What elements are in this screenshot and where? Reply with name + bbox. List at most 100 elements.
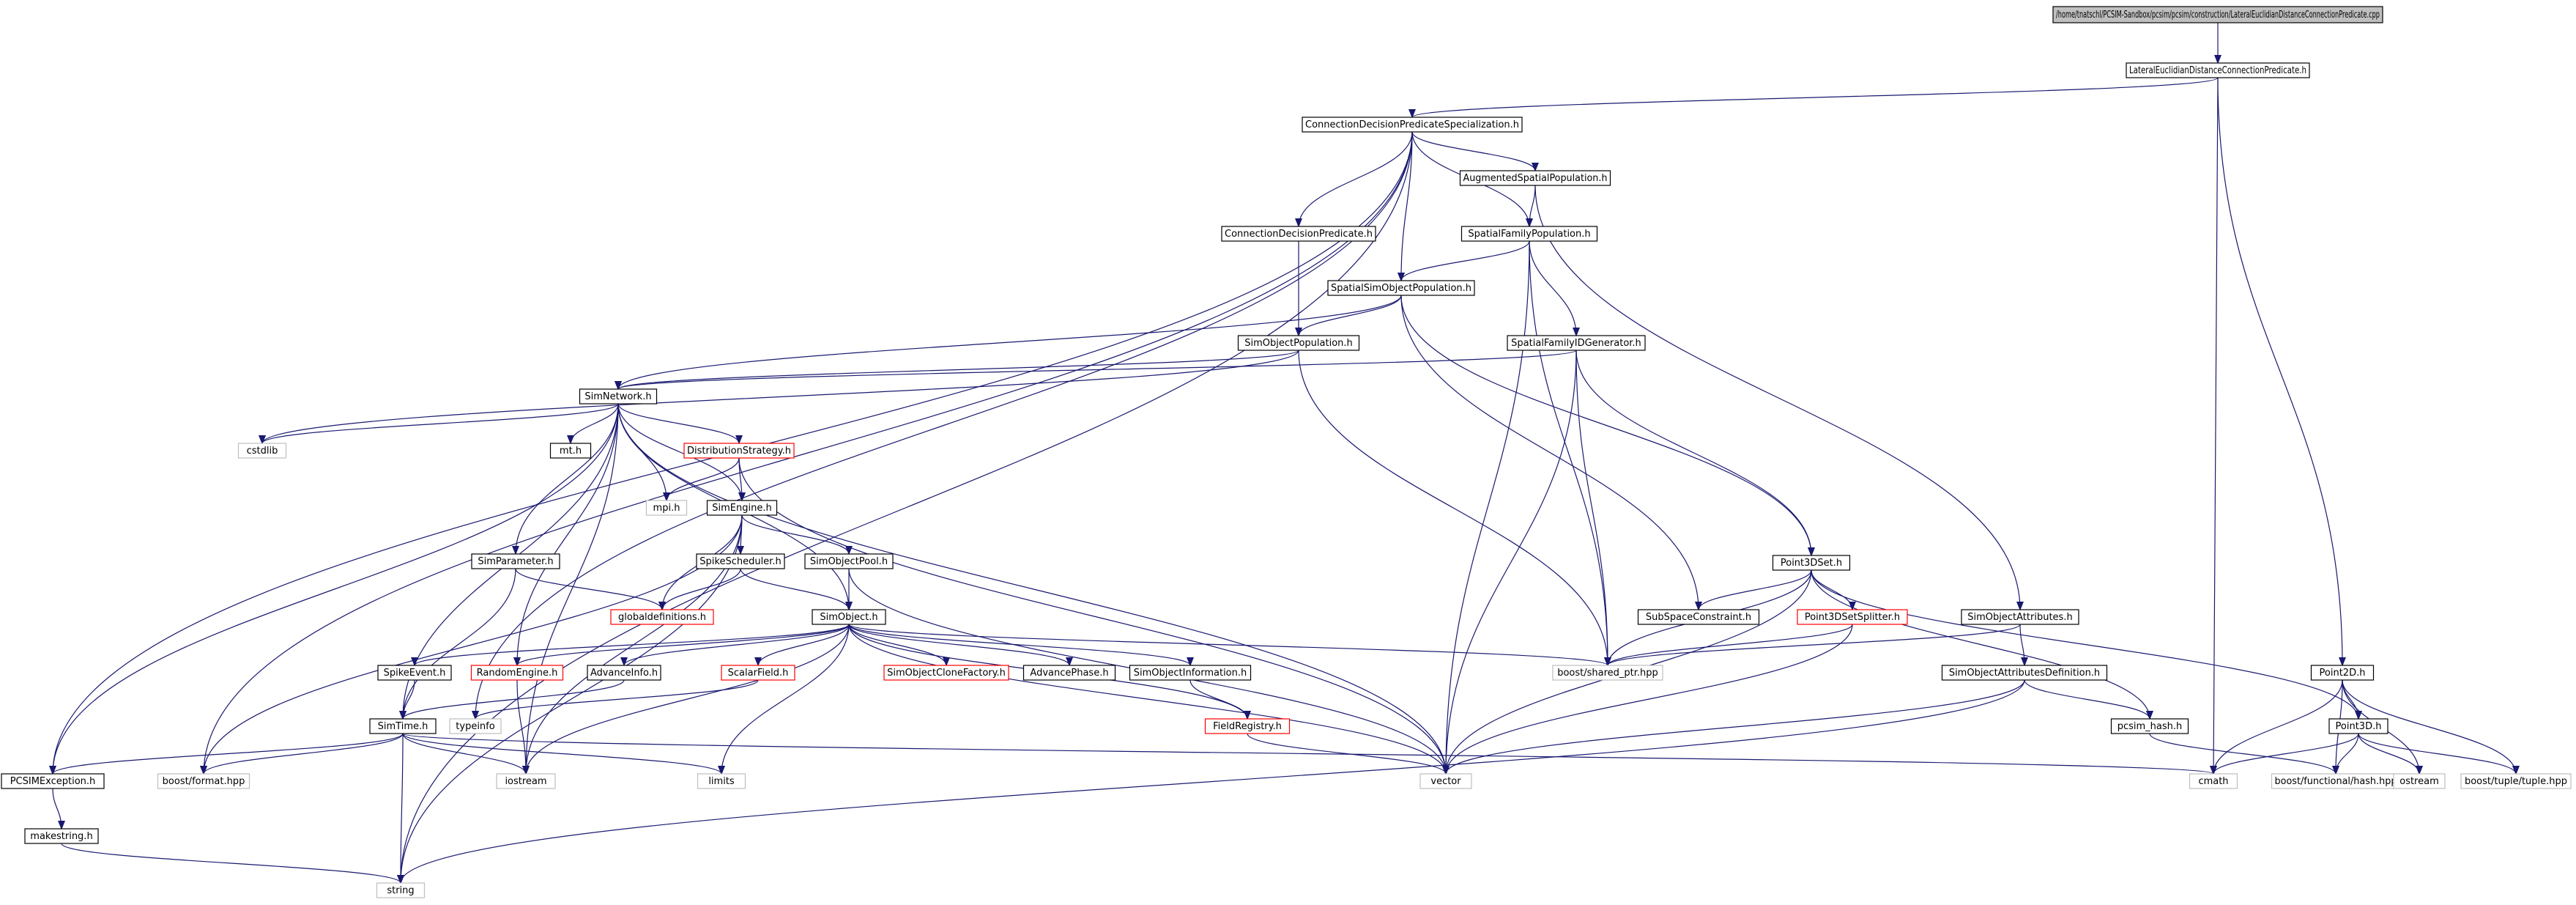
- node-simnetwork_h[interactable]: SimNetwork.h: [579, 388, 658, 405]
- node-label-ssop_h: SpatialSimObjectPopulation.h: [1331, 283, 1471, 294]
- node-label-string: string: [387, 885, 414, 896]
- node-augmented_h[interactable]: AugmentedSpatialPopulation.h: [1459, 170, 1611, 186]
- edge-makestring_h-to-string: [61, 843, 401, 884]
- node-spikescheduler_h[interactable]: SpikeScheduler.h: [696, 553, 785, 569]
- node-box-advanceinfo_h: [587, 665, 661, 681]
- node-globaldefs_h[interactable]: globaldefinitions.h: [610, 609, 714, 625]
- node-soattrdef_h[interactable]: SimObjectAttributesDefinition.h: [1941, 665, 2108, 681]
- node-fieldregistry_h[interactable]: FieldRegistry.h: [1204, 718, 1291, 734]
- edge-randomengine_h-to-iostream: [516, 679, 526, 774]
- node-point2d_h[interactable]: Point2D.h: [2310, 665, 2375, 681]
- node-boosttuple: boost/tuple/tuple.hpp: [2460, 773, 2572, 789]
- node-box-cmath: [2189, 773, 2238, 789]
- node-simparameter_h[interactable]: SimParameter.h: [471, 553, 560, 569]
- edge-splitter_h-to-sharedptr: [1608, 624, 1853, 666]
- node-label-sop_h: SimObjectPopulation.h: [1244, 338, 1353, 349]
- edge-advanceinfo_h-to-simtime_h: [403, 679, 625, 720]
- node-simobject_h[interactable]: SimObject.h: [812, 609, 886, 625]
- node-box-point3dset_h: [1772, 555, 1851, 571]
- node-label-sfidg_h: SpatialFamilyIDGenerator.h: [1511, 338, 1641, 349]
- edge-simengine_h-to-simobjectpool_h: [741, 514, 849, 555]
- node-clonefactory_h[interactable]: SimObjectCloneFactory.h: [883, 665, 1009, 681]
- node-box-ssop_h: [1327, 280, 1475, 296]
- node-point3d_h[interactable]: Point3D.h: [2328, 718, 2388, 734]
- node-label-diststrat_h: DistributionStrategy.h: [687, 446, 791, 457]
- node-cdp_h[interactable]: ConnectionDecisionPredicate.h: [1221, 226, 1376, 242]
- edge-simobject_h-to-sharedptr: [848, 624, 1608, 666]
- node-objinfo_h[interactable]: SimObjectInformation.h: [1129, 665, 1252, 681]
- node-mt_h[interactable]: mt.h: [549, 443, 592, 459]
- edge-simtime_h-to-string: [401, 733, 403, 883]
- node-scalarfield_h[interactable]: ScalarField.h: [721, 665, 795, 681]
- nodes-layer: /home/tnatschl/PCSIM-Sandbox/pcsim/pcsim…: [1, 6, 2572, 898]
- edge-point3dset_h-to-splitter_h: [1811, 569, 1852, 610]
- edge-point3d_h-to-boosthash: [2336, 733, 2359, 775]
- node-box-sop_h: [1237, 335, 1360, 351]
- node-splitter_h[interactable]: Point3DSetSplitter.h: [1797, 609, 1908, 625]
- node-label-simengine_h: SimEngine.h: [712, 503, 771, 514]
- edge-lateral_h-to-point2d_h: [2217, 77, 2342, 665]
- node-simtime_h[interactable]: SimTime.h: [369, 718, 437, 734]
- node-box-augmented_h: [1459, 170, 1611, 186]
- node-label-sfp_h: SpatialFamilyPopulation.h: [1468, 229, 1590, 240]
- node-spikeevent_h[interactable]: SpikeEvent.h: [377, 665, 452, 681]
- edge-lateral_h-to-cmath: [2213, 77, 2219, 774]
- node-box-spikescheduler_h: [696, 553, 785, 569]
- node-point3dset_h[interactable]: Point3DSet.h: [1772, 555, 1851, 571]
- edge-sop_h-to-cstdlib: [262, 350, 1299, 444]
- node-subspace_h[interactable]: SubSpaceConstraint.h: [1637, 609, 1760, 625]
- node-box-ostream: [2393, 773, 2446, 789]
- node-diststrat_h[interactable]: DistributionStrategy.h: [683, 443, 795, 459]
- node-label-simparameter_h: SimParameter.h: [478, 556, 553, 567]
- node-simobjectpool_h[interactable]: SimObjectPool.h: [804, 553, 894, 569]
- node-ostream: ostream: [2393, 773, 2446, 789]
- edge-augmented_h-to-soattr_h: [1534, 185, 2020, 610]
- edge-ssop_h-to-subspace_h: [1400, 295, 1699, 610]
- node-limits: limits: [697, 773, 746, 789]
- node-label-ostream: ostream: [2399, 776, 2439, 787]
- edges-layer: [53, 23, 2516, 884]
- node-lateral_h[interactable]: LateralEuclidianDistanceConnectionPredic…: [2126, 62, 2310, 78]
- edge-simnetwork_h-to-diststrat_h: [617, 403, 739, 444]
- node-advanceinfo_h[interactable]: AdvanceInfo.h: [587, 665, 661, 681]
- edge-diststrat_h-to-vector: [738, 457, 1446, 774]
- node-root[interactable]: /home/tnatschl/PCSIM-Sandbox/pcsim/pcsim…: [2052, 6, 2383, 23]
- edge-cdps_h-to-cdp_h: [1299, 131, 1413, 226]
- node-cdps_h[interactable]: ConnectionDecisionPredicateSpecializatio…: [1302, 117, 1523, 133]
- node-box-sharedptr: [1552, 665, 1663, 681]
- edge-simobject_h-to-spikeevent_h: [415, 624, 850, 666]
- node-box-advancephase_h: [1022, 665, 1116, 681]
- edge-simengine_h-to-string: [401, 514, 743, 883]
- node-boosthash: boost/functional/hash.hpp: [2271, 773, 2401, 789]
- node-makestring_h[interactable]: makestring.h: [24, 828, 99, 844]
- edge-point2d_h-to-cmath: [2213, 679, 2343, 774]
- edge-simnetwork_h-to-randomengine_h: [517, 403, 619, 665]
- node-pcsimhash_h[interactable]: pcsim_hash.h: [2110, 718, 2189, 734]
- node-sop_h[interactable]: SimObjectPopulation.h: [1237, 335, 1360, 351]
- node-label-soattrdef_h: SimObjectAttributesDefinition.h: [1949, 668, 2100, 679]
- node-soattr_h[interactable]: SimObjectAttributes.h: [1961, 609, 2079, 625]
- node-box-simobjectpool_h: [804, 553, 894, 569]
- edge-sfp_h-to-sfidg_h: [1529, 240, 1576, 336]
- edge-point2d_h-to-boosttuple: [2342, 679, 2516, 774]
- node-box-simtime_h: [369, 718, 437, 734]
- node-box-sfp_h: [1460, 226, 1598, 242]
- node-sfp_h[interactable]: SpatialFamilyPopulation.h: [1460, 226, 1598, 242]
- node-label-objinfo_h: SimObjectInformation.h: [1134, 668, 1247, 679]
- node-box-cstdlib: [237, 443, 287, 459]
- node-label-advanceinfo_h: AdvanceInfo.h: [590, 668, 658, 679]
- node-box-simobject_h: [812, 609, 886, 625]
- node-randomengine_h[interactable]: RandomEngine.h: [470, 665, 564, 681]
- node-label-simobject_h: SimObject.h: [820, 612, 877, 623]
- node-label-vector: vector: [1430, 776, 1461, 787]
- node-sfidg_h[interactable]: SpatialFamilyIDGenerator.h: [1507, 335, 1646, 351]
- edge-pcsimhash_h-to-boosthash: [2149, 733, 2336, 775]
- node-label-cmath: cmath: [2198, 776, 2228, 787]
- node-label-globaldefs_h: globaldefinitions.h: [618, 612, 706, 623]
- node-ssop_h[interactable]: SpatialSimObjectPopulation.h: [1327, 280, 1475, 296]
- node-simengine_h[interactable]: SimEngine.h: [706, 500, 778, 516]
- node-pcsimexception_h[interactable]: PCSIMException.h: [1, 773, 105, 789]
- edge-sfidg_h-to-vector: [1446, 350, 1577, 774]
- node-advancephase_h[interactable]: AdvancePhase.h: [1022, 665, 1116, 681]
- edge-simnetwork_h-to-simengine_h: [617, 403, 742, 500]
